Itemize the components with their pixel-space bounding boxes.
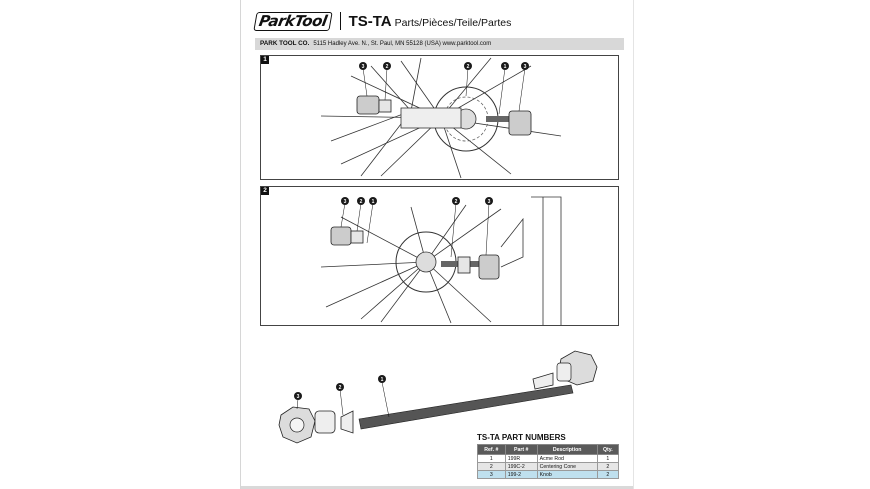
svg-text:1: 1 bbox=[372, 199, 375, 205]
svg-text:2: 2 bbox=[339, 385, 342, 391]
company-address: 5115 Hadley Ave. N., St. Paul, MN 55128 … bbox=[313, 41, 492, 47]
figure-2-callouts: 3 2 1 2 3 bbox=[341, 197, 493, 205]
svg-text:2: 2 bbox=[467, 64, 470, 70]
figure-1-number: 1 bbox=[261, 56, 269, 64]
cone-left-2 bbox=[350, 230, 364, 244]
knob-right-2 bbox=[478, 254, 500, 280]
figure-1-illustration: 3 2 2 1 3 bbox=[320, 57, 562, 179]
svg-text:2: 2 bbox=[455, 199, 458, 205]
parts-table-title: TS-TA PART NUMBERS bbox=[477, 433, 566, 442]
exploded-leaders bbox=[296, 381, 390, 418]
table-row: 2 199C-2 Centering Cone 2 bbox=[477, 462, 620, 471]
company-name: PARK TOOL CO. bbox=[260, 40, 310, 47]
knob-left bbox=[356, 95, 380, 115]
document-page: ParkTool TS-TA Parts/Pièces/Teile/Partes… bbox=[240, 0, 634, 489]
exploded-cone-right bbox=[532, 372, 554, 390]
address-bar: PARK TOOL CO.5115 Hadley Ave. N., St. Pa… bbox=[255, 38, 624, 50]
parts-table-header-row: Ref. # Part # Description Qty. bbox=[477, 444, 620, 455]
figure-2-number: 2 bbox=[261, 187, 269, 195]
svg-text:3: 3 bbox=[524, 64, 527, 70]
svg-text:1: 1 bbox=[381, 377, 384, 383]
figure-1-callouts: 3 2 2 1 3 bbox=[359, 62, 529, 70]
exploded-parts-illustration: 3 2 1 bbox=[278, 350, 598, 444]
table-row: 3 199-2 Knob 2 bbox=[477, 470, 620, 479]
callout-leaders-2 bbox=[340, 202, 490, 258]
svg-text:3: 3 bbox=[488, 199, 491, 205]
svg-text:3: 3 bbox=[362, 64, 365, 70]
page-bottom-edge bbox=[241, 486, 633, 489]
figure-2-panel: 2 3 2 1 bbox=[260, 186, 619, 326]
header-part: Part # bbox=[504, 444, 538, 455]
parts-table: Ref. # Part # Description Qty. 1 199R Ac… bbox=[477, 444, 620, 479]
exploded-callouts: 3 2 1 bbox=[294, 375, 386, 400]
header-qty: Qty. bbox=[596, 444, 620, 455]
wheel-spokes-2 bbox=[320, 204, 502, 324]
figure-1-panel: 1 bbox=[260, 55, 619, 180]
table-row: 1 199R Acme Rod 1 bbox=[477, 454, 620, 463]
parts-table-section: TS-TA PART NUMBERS Ref. # Part # Descrip… bbox=[477, 433, 620, 479]
exploded-acme-rod bbox=[358, 384, 574, 430]
svg-text:2: 2 bbox=[386, 64, 389, 70]
svg-text:3: 3 bbox=[297, 394, 300, 400]
exploded-knob-left bbox=[278, 406, 316, 444]
cone-left bbox=[378, 99, 392, 113]
acme-rod-part bbox=[486, 116, 521, 122]
figure-2-illustration: 3 2 1 2 3 bbox=[320, 196, 562, 325]
page-header: ParkTool TS-TA Parts/Pièces/Teile/Partes bbox=[253, 9, 512, 33]
brand-logo: ParkTool bbox=[253, 11, 333, 31]
exploded-sleeve bbox=[314, 410, 336, 434]
knob-right bbox=[508, 110, 532, 136]
svg-text:2: 2 bbox=[360, 199, 363, 205]
hub-body bbox=[400, 107, 462, 129]
exploded-cone-left bbox=[340, 410, 354, 434]
callout-leaders bbox=[362, 67, 526, 115]
knob-left-2 bbox=[330, 226, 352, 246]
cone-right-2 bbox=[457, 256, 471, 274]
header-description: Description bbox=[536, 444, 598, 455]
page-title: TS-TA bbox=[348, 12, 392, 30]
svg-text:1: 1 bbox=[504, 64, 507, 70]
svg-text:3: 3 bbox=[344, 199, 347, 205]
page-subtitle: Parts/Pièces/Teile/Partes bbox=[394, 16, 512, 29]
exploded-knob-right bbox=[556, 350, 598, 386]
fork-dropout bbox=[500, 196, 562, 325]
header-divider bbox=[339, 12, 341, 30]
header-ref: Ref. # bbox=[477, 444, 506, 455]
